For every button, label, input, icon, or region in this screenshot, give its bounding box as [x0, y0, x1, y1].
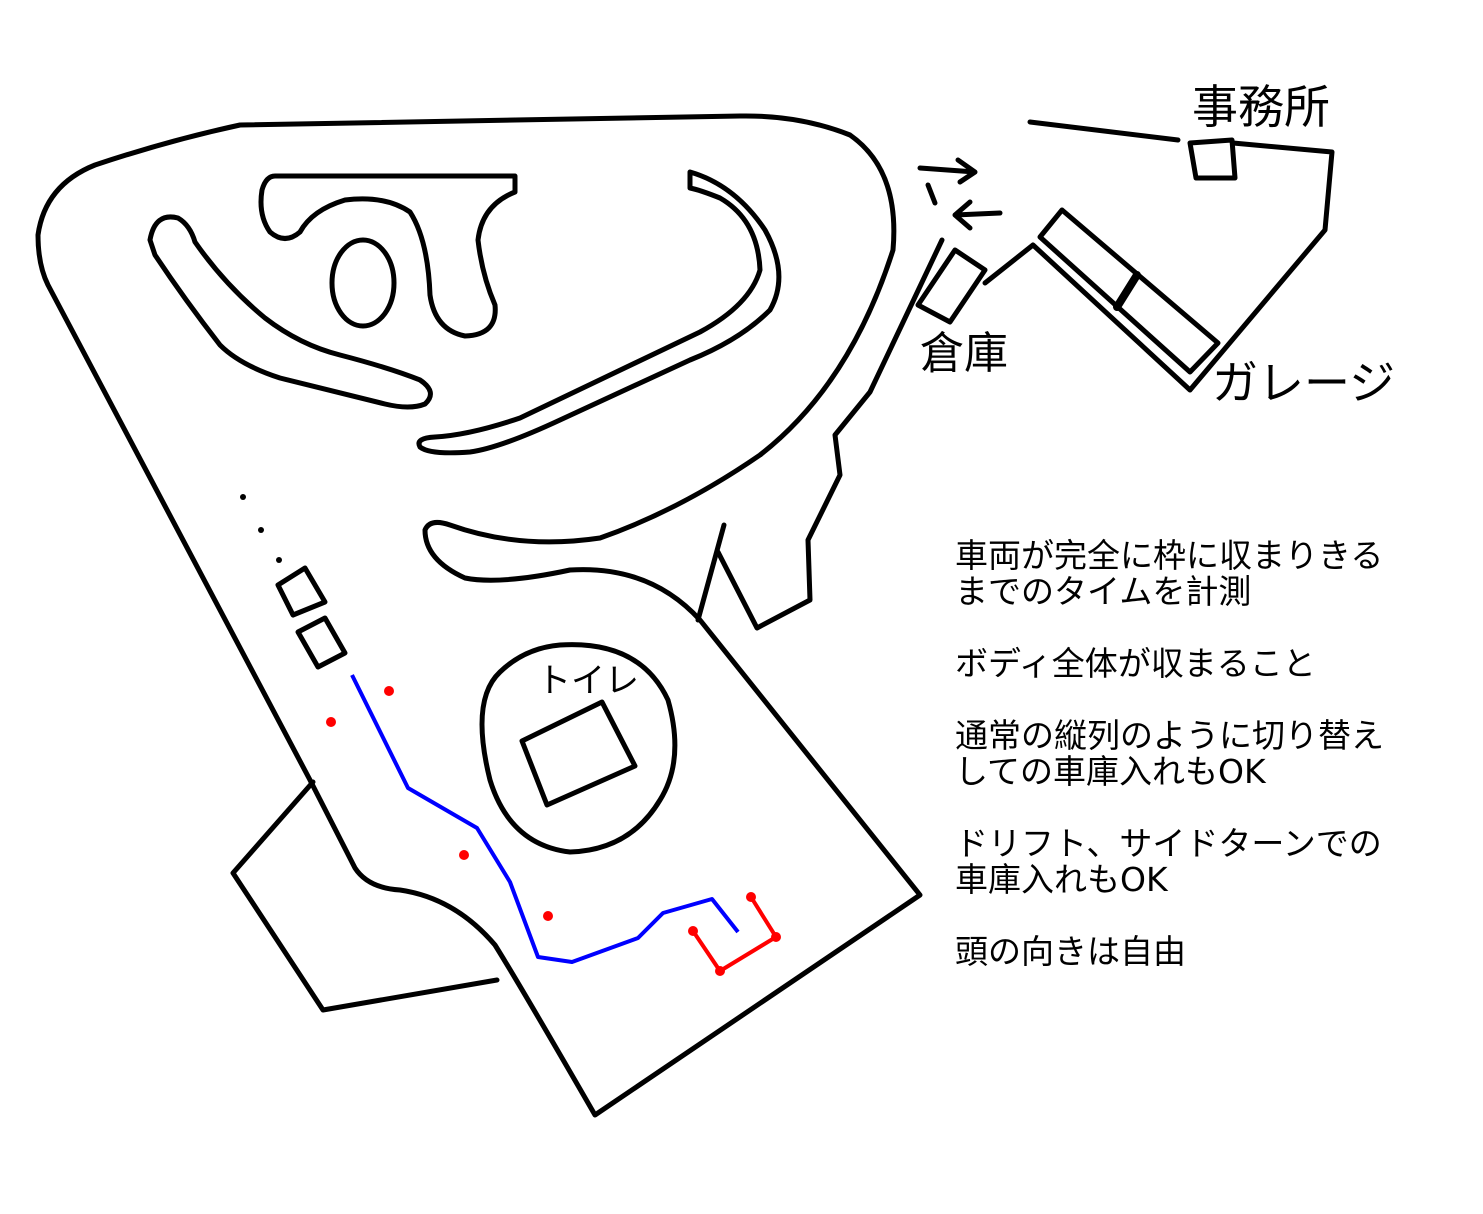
right-crescent-island: [416, 169, 782, 456]
oval-island: [329, 237, 397, 329]
rule-note: ボディ全体が収まること: [955, 644, 1316, 683]
garage-building: [1037, 207, 1221, 375]
left-island: [147, 214, 433, 410]
course-outer-boundary: [35, 113, 923, 1118]
storage-label: 倉庫: [920, 328, 1008, 379]
entrance-road-line: [715, 237, 945, 631]
red-cone: [384, 686, 394, 696]
office-road-line: [1027, 119, 1181, 143]
rule-note: 通常の縦列のように切り替え しての車庫入れもOK: [955, 716, 1384, 791]
arrow-in-icon: [917, 157, 978, 185]
entrance-road-line-2: [695, 522, 727, 623]
rule-note: ドリフト、サイドターンでの 車庫入れもOK: [955, 824, 1382, 899]
cone-box-2: [295, 615, 348, 670]
garage-label: ガレージ: [1212, 356, 1396, 410]
gate-mark: [925, 182, 938, 206]
office-building: [1187, 137, 1238, 181]
toilet-label: トイレ: [537, 661, 639, 701]
rule-note: 車両が完全に枠に収まりきる までのタイムを計測: [955, 536, 1384, 611]
arrow-out-icon: [952, 199, 1003, 231]
cone-box-1: [275, 565, 328, 618]
toilet-island: [479, 642, 678, 855]
marker-dot: [258, 527, 264, 533]
rule-note: 頭の向きは自由: [955, 932, 1186, 971]
storage-building: [915, 247, 988, 325]
red-cone: [459, 850, 469, 860]
garage-divider: [1113, 271, 1141, 311]
marker-dot: [240, 494, 246, 500]
toilet-building: [519, 699, 638, 808]
bottom-left-area-outline: [230, 779, 500, 1013]
red-cone: [543, 911, 553, 921]
red-cones: [326, 686, 553, 921]
marker-dot: [276, 557, 282, 563]
office-label: 事務所: [1192, 80, 1330, 134]
red-cone: [326, 717, 336, 727]
rules-notes: 車両が完全に枠に収まりきる までのタイムを計測 ボディ全体が収まること 通常の縦…: [955, 538, 1384, 1006]
infield-loop-island: [258, 173, 518, 339]
garage-area-outline: [982, 140, 1335, 393]
parking-frame: [688, 892, 781, 976]
driving-line: [350, 674, 740, 964]
